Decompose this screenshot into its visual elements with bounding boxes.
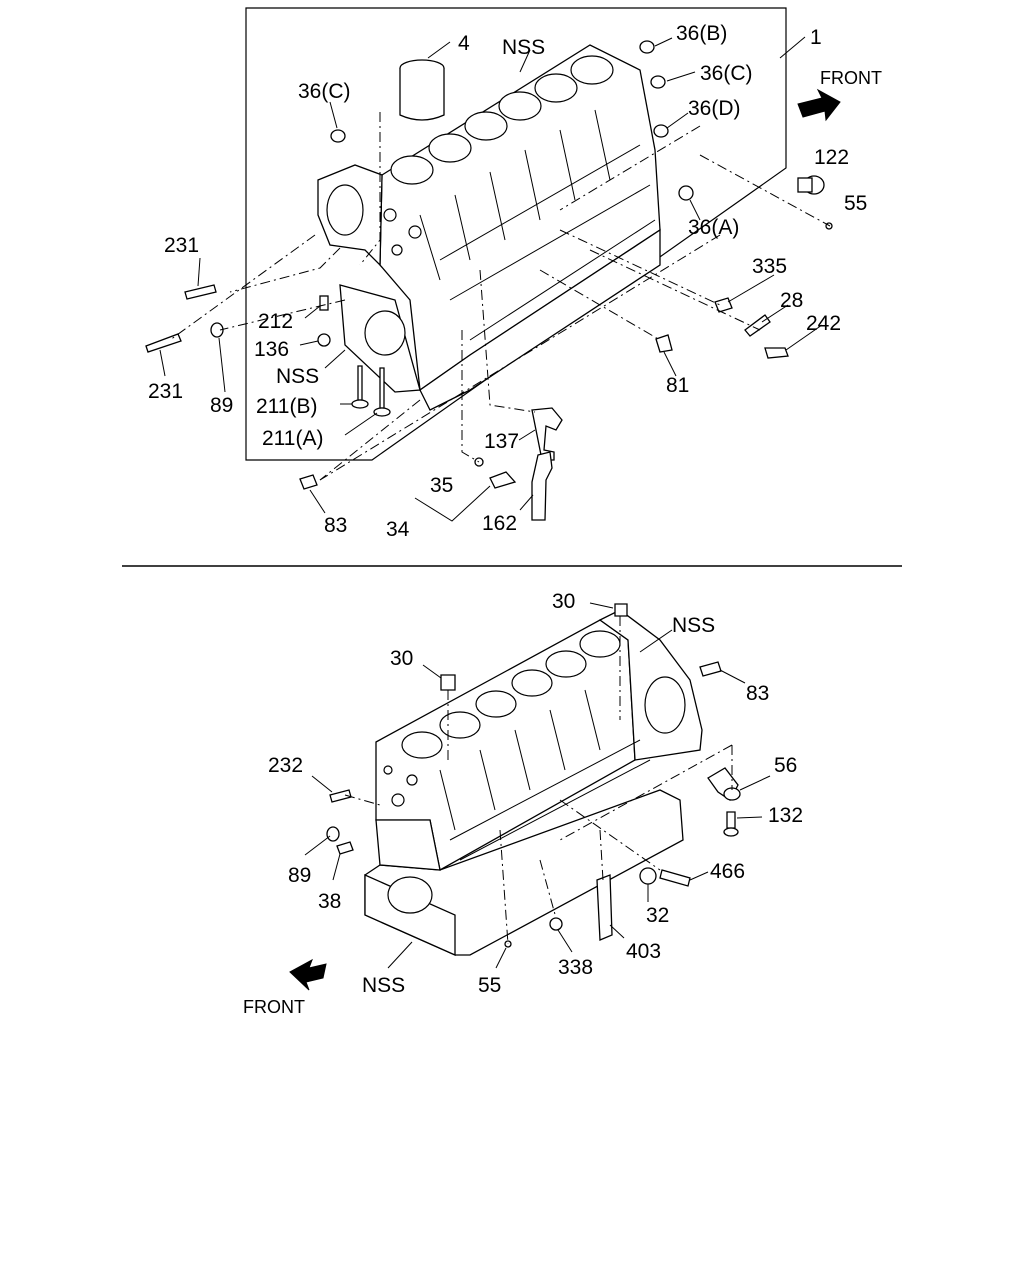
callout-36c-left: 36(C) bbox=[298, 80, 351, 103]
callout-137: 137 bbox=[484, 430, 519, 453]
callout-89: 89 bbox=[288, 864, 311, 887]
callout-231-lower: 231 bbox=[148, 380, 183, 403]
callout-122: 122 bbox=[814, 146, 849, 169]
callout-212: 212 bbox=[258, 310, 293, 333]
callout-136: 136 bbox=[254, 338, 289, 361]
callout-132: 132 bbox=[768, 804, 803, 827]
callout-55: 55 bbox=[478, 974, 501, 997]
callout-nss-bottom: NSS bbox=[362, 974, 405, 997]
callout-211b: 211(B) bbox=[256, 395, 317, 418]
callout-1: 1 bbox=[810, 26, 822, 49]
callout-30-left: 30 bbox=[390, 647, 413, 670]
front-label: FRONT bbox=[243, 997, 305, 1017]
callout-55: 55 bbox=[844, 192, 867, 215]
callout-335: 335 bbox=[752, 255, 787, 278]
callout-4: 4 bbox=[458, 32, 470, 55]
callout-466: 466 bbox=[710, 860, 745, 883]
callout-338: 338 bbox=[558, 956, 593, 979]
callout-403: 403 bbox=[626, 940, 661, 963]
top-labels: 1 4 NSS 36(B) 36(C) 36(C) 36(D) 36(A) FR… bbox=[148, 22, 882, 541]
bottom-assembly: 30 30 NSS 83 232 56 132 89 38 466 32 403… bbox=[243, 590, 803, 1017]
callout-nss-left: NSS bbox=[276, 365, 319, 388]
callout-30-top: 30 bbox=[552, 590, 575, 613]
callout-89: 89 bbox=[210, 394, 233, 417]
callout-28: 28 bbox=[780, 289, 803, 312]
callout-38: 38 bbox=[318, 890, 341, 913]
callout-32: 32 bbox=[646, 904, 669, 927]
bolt-parts-211 bbox=[351, 365, 391, 417]
callout-211a: 211(A) bbox=[262, 427, 323, 450]
callout-162: 162 bbox=[482, 512, 517, 535]
callout-232: 232 bbox=[268, 754, 303, 777]
plug-parts-top bbox=[210, 40, 833, 347]
callout-36c-right: 36(C) bbox=[700, 62, 753, 85]
callout-36a: 36(A) bbox=[688, 216, 739, 239]
right-side-parts bbox=[655, 297, 789, 359]
bottom-leader-lines bbox=[304, 602, 771, 969]
top-leader-lines bbox=[159, 36, 823, 522]
callout-81: 81 bbox=[666, 374, 689, 397]
callout-231-upper: 231 bbox=[164, 234, 199, 257]
callout-242: 242 bbox=[806, 312, 841, 335]
cylinder-block-bottom bbox=[364, 609, 703, 957]
stud-parts-231 bbox=[145, 284, 217, 353]
callout-36d: 36(D) bbox=[688, 97, 741, 120]
callout-35: 35 bbox=[430, 474, 453, 497]
front-arrow-icon bbox=[797, 88, 841, 122]
cylinder-liner-part bbox=[399, 59, 445, 121]
lower-parts-top bbox=[299, 407, 563, 521]
callout-36b: 36(B) bbox=[676, 22, 727, 45]
bottom-alignment-lines bbox=[344, 616, 733, 945]
callout-34: 34 bbox=[386, 518, 410, 541]
cylinder-block-top bbox=[317, 44, 661, 411]
callout-nss: NSS bbox=[502, 36, 545, 59]
front-label: FRONT bbox=[820, 68, 882, 88]
top-assembly: 1 4 NSS 36(B) 36(C) 36(C) 36(D) 36(A) FR… bbox=[145, 7, 882, 541]
bottom-small-parts bbox=[326, 603, 741, 948]
bottom-labels: 30 30 NSS 83 232 56 132 89 38 466 32 403… bbox=[243, 590, 803, 1017]
top-alignment-lines bbox=[169, 112, 831, 481]
callout-56: 56 bbox=[774, 754, 797, 777]
callout-83: 83 bbox=[746, 682, 769, 705]
callout-83: 83 bbox=[324, 514, 347, 537]
front-arrow-icon bbox=[289, 958, 327, 991]
callout-nss-top: NSS bbox=[672, 614, 715, 637]
